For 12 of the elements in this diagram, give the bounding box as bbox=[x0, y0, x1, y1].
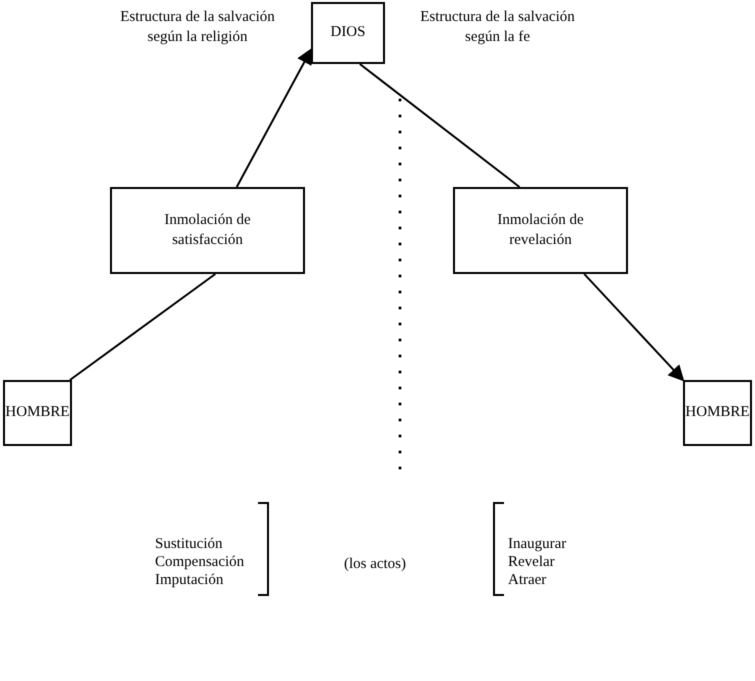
arrow bbox=[584, 273, 684, 382]
arrow bbox=[236, 48, 312, 188]
label-text: Estructura de la salvación según la fe bbox=[419, 8, 576, 46]
text-box: DIOS bbox=[311, 2, 385, 64]
label-text: Inaugurar Revelar Atraer bbox=[508, 535, 568, 589]
text-box: Inmolación de satisfacción bbox=[110, 187, 305, 274]
label-text: Estructura de la salvación según la religión bbox=[119, 8, 276, 46]
label-text: (los actos) bbox=[342, 555, 408, 574]
text-box: HOMBRE bbox=[683, 380, 752, 446]
label-text: Sustitución Compensación Imputación bbox=[155, 535, 246, 589]
text-box: HOMBRE bbox=[3, 380, 72, 446]
text-box: Inmolación de revelación bbox=[453, 187, 628, 274]
